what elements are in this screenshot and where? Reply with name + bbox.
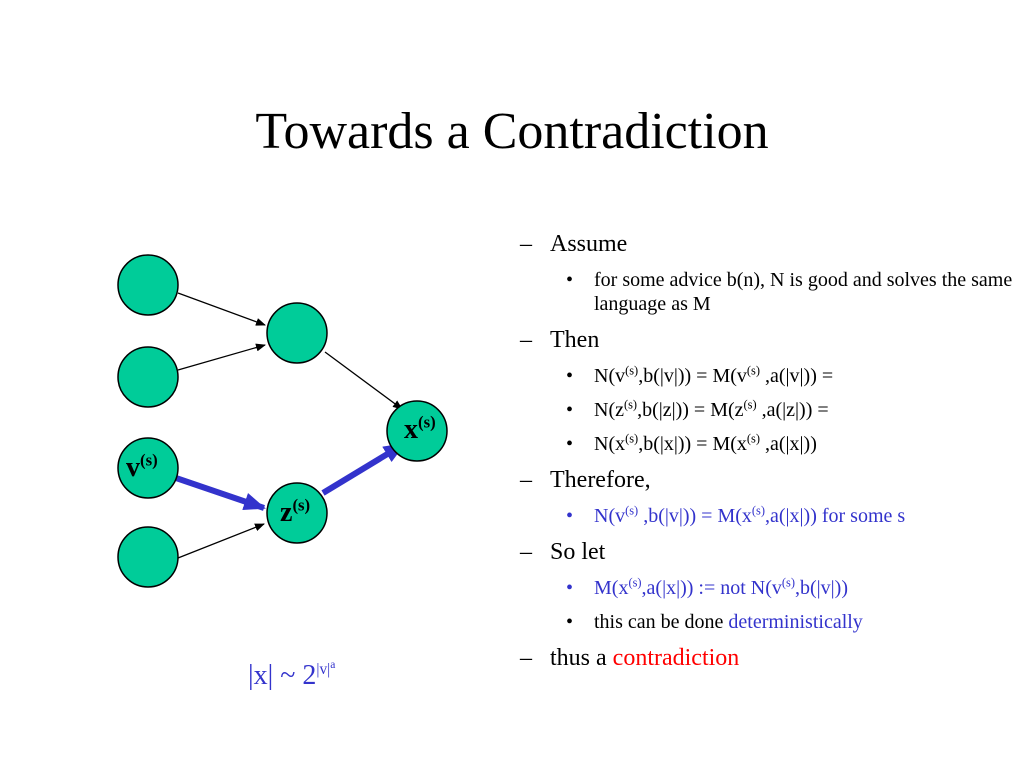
input-node-4 [117, 526, 179, 588]
dash-marker: – [520, 327, 532, 353]
bullet-solet-1-sup1: (s) [628, 575, 642, 590]
bullet-solet-1-p2: ,a(|x|)) := not N(v [641, 577, 782, 599]
bullet-then-3-sup2: (s) [746, 431, 760, 446]
dot-marker: • [566, 269, 574, 291]
bullet-therefore-1: •N(v(s) ,b(|v|)) = M(x(s),a(|x|)) for so… [520, 504, 1020, 528]
bullet-solet: –So let [520, 538, 1020, 566]
label-z-sup: (s) [292, 495, 311, 515]
bullet-therefore-1-p1: N(v [594, 505, 626, 527]
bullet-assume-1: • for some advice b(n), N is good and sol… [520, 268, 1020, 316]
input-node-1 [117, 254, 179, 316]
edge-middle-to-x [324, 351, 403, 410]
bullet-solet-2: • this can be done deterministically [520, 610, 1020, 634]
bullet-solet-1-p1: M(x [594, 577, 629, 599]
bullet-then-2-p2: ,b(|z|)) = M(z [637, 399, 744, 421]
edge-input2-to-middle [177, 343, 266, 371]
bullet-then-1-sup2: (s) [746, 363, 760, 378]
slide-title: Towards a Contradiction [255, 103, 769, 160]
bullet-then-2: •N(z(s),b(|z|)) = M(z(s) ,a(|z|)) = [520, 398, 1020, 422]
bullet-then-1: •N(v(s),b(|v|)) = M(v(s) ,a(|v|)) = [520, 364, 1020, 388]
dot-marker: • [566, 365, 574, 387]
bullet-solet-1-p3: ,b(|v|)) [794, 577, 848, 599]
bullet-assume-text: Assume [550, 231, 628, 257]
bullet-therefore-text: Therefore, [550, 467, 651, 493]
formula-exponent: |v|a [316, 658, 336, 678]
bullet-then-2-p3: ,a(|z|)) = [756, 399, 829, 421]
dash-marker: – [520, 645, 532, 671]
label-v: v(s) [126, 450, 158, 483]
bullet-then-3-sup1: (s) [625, 431, 639, 446]
bullet-thus-p2: contradiction [612, 645, 740, 671]
middle-node [266, 302, 328, 364]
bullet-then-2-p1: N(z [594, 399, 624, 421]
label-x: x(s) [404, 412, 436, 445]
bullet-solet-text: So let [550, 539, 606, 565]
dot-marker: • [566, 399, 574, 421]
output-node-x [386, 400, 448, 462]
bullet-solet-1-sup2: (s) [781, 575, 795, 590]
bullet-thus: –thus a contradiction [520, 644, 1020, 672]
dot-marker: • [566, 505, 574, 527]
label-z: z(s) [280, 495, 311, 528]
formula-exp-base: |v| [316, 660, 331, 678]
bullet-then-1-p3: ,a(|v|)) = [759, 365, 834, 387]
label-v-sup: (s) [140, 450, 158, 470]
bullet-list: –Assume •for some advice b(n), N is good… [520, 230, 1020, 682]
dot-marker: • [566, 577, 574, 599]
bullet-therefore-1-sup1: (s) [625, 503, 639, 518]
label-z-base: z [280, 497, 293, 528]
formula-exp-sup: a [330, 658, 336, 671]
bullet-assume: –Assume [520, 230, 1020, 258]
bullet-therefore-1-sup2: (s) [751, 503, 765, 518]
dash-marker: – [520, 467, 532, 493]
bullet-therefore: –Therefore, [520, 466, 1020, 494]
bullet-then-2-sup1: (s) [623, 397, 638, 412]
bullet-thus-p1: thus a [550, 645, 613, 671]
highlight-edge-v-to-z [175, 475, 266, 511]
dot-marker: • [566, 433, 574, 455]
label-x-sup: (s) [418, 412, 436, 432]
size-formula: |x| ~ 2|v|a [248, 658, 336, 692]
highlight-edge-z-to-x [321, 441, 406, 496]
node-z [266, 482, 328, 544]
bullet-solet-2-p2: deterministically [728, 611, 863, 633]
bullet-then-1-sup1: (s) [625, 363, 639, 378]
bullet-then-3: •N(x(s),b(|x|)) = M(x(s) ,a(|x|)) [520, 432, 1020, 456]
bullet-then-1-p1: N(v [594, 365, 626, 387]
bullet-then-1-p2: ,b(|v|)) = M(v [638, 365, 747, 387]
bullet-assume-1-text: for some advice b(n), N is good and solv… [594, 269, 1013, 315]
input-node-2 [117, 346, 179, 408]
formula-lhs: |x| ~ 2 [248, 660, 317, 691]
edge-input4-to-z [177, 523, 265, 559]
label-v-base: v [126, 452, 140, 483]
bullet-solet-1: •M(x(s),a(|x|)) := not N(v(s),b(|v|)) [520, 576, 1020, 600]
edge-input1-to-middle [177, 292, 266, 326]
bullet-then-2-sup2: (s) [743, 397, 757, 412]
input-node-v [117, 437, 179, 499]
bullet-therefore-1-p3: ,a(|x|)) for some s [764, 505, 906, 527]
bullet-then-3-p3: ,a(|x|)) [759, 433, 817, 455]
bullet-therefore-1-p2: ,b(|v|)) = M(x [638, 505, 752, 527]
bullet-then-3-p2: ,b(|x|)) = M(x [638, 433, 747, 455]
bullet-solet-2-p1: this can be done [594, 611, 729, 633]
dash-marker: – [520, 539, 532, 565]
label-x-base: x [404, 414, 418, 445]
bullet-then-3-p1: N(x [594, 433, 626, 455]
bullet-then: –Then [520, 326, 1020, 354]
dash-marker: – [520, 231, 532, 257]
dot-marker: • [566, 611, 574, 633]
bullet-then-text: Then [550, 327, 600, 353]
